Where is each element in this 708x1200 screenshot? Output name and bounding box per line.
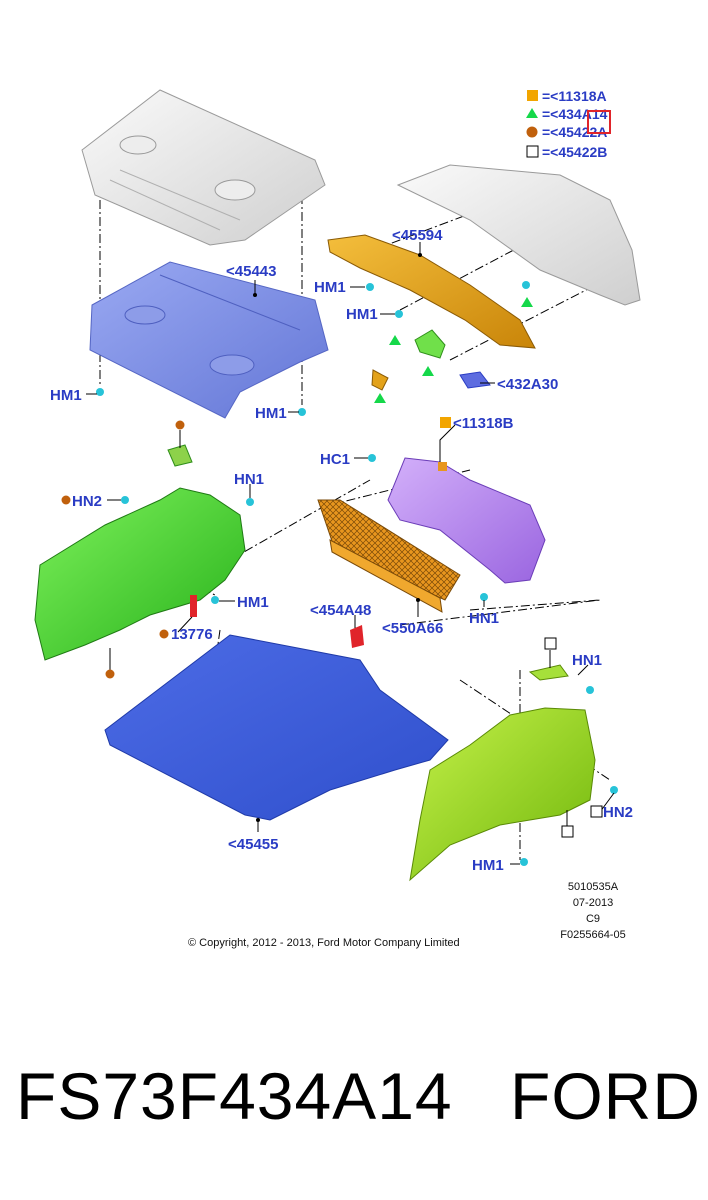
callout-432A30: <432A30 [497, 376, 558, 393]
highlight-box [587, 110, 611, 134]
parcel-shelf-grey [81, 89, 326, 246]
reference-line-3: C9 [586, 913, 600, 925]
legend-square-swatch [527, 90, 538, 101]
callout-hn2-b: HN2 [603, 804, 633, 821]
callout-labels: <45443 <45594 HM1 HM1 HM1 HM1 <432A30 <1… [50, 227, 633, 874]
brand-name: FORD [510, 1059, 701, 1133]
legend-label-434A14: =<434A14 [542, 106, 608, 122]
copyright-notice: © Copyright, 2012 - 2013, Ford Motor Com… [188, 937, 460, 949]
cargo-net [317, 499, 461, 613]
reference-line-4: F0255664-05 [560, 929, 625, 941]
rear-panel-grey [396, 164, 641, 306]
callout-hn2-a: HN2 [72, 493, 102, 510]
blue-panel-45443 [89, 261, 329, 419]
green-brackets-small [371, 329, 491, 391]
legend: =<11318A =<434A14 =<45422A =<45422B [526, 88, 611, 160]
callout-45443: <45443 [226, 263, 276, 280]
legend-label-45422B: =<45422B [542, 144, 607, 160]
green-side-trim-left [34, 444, 246, 661]
callout-hm1-d: HM1 [255, 405, 287, 422]
callout-hm1-a: HM1 [314, 279, 346, 296]
legend-label-11318A: =<11318A [542, 88, 607, 104]
callout-45594: <45594 [392, 227, 443, 244]
green-side-trim-right [409, 664, 596, 882]
floor-mat-45455 [104, 625, 449, 821]
reference-line-2: 07-2013 [573, 897, 613, 909]
callout-hm1-f: HM1 [472, 857, 504, 874]
orange-bracket-45594 [327, 234, 536, 349]
callout-hm1-b: HM1 [346, 306, 378, 323]
clips [96, 281, 618, 866]
exploded-parts-diagram: =<11318A =<434A14 =<45422A =<45422B [34, 88, 641, 949]
circle-marker-hn2 [61, 495, 71, 505]
legend-circle-swatch [526, 126, 538, 138]
callout-hc1: HC1 [320, 451, 350, 468]
legend-label-45422A: =<45422A [542, 124, 607, 140]
legend-triangle-swatch [526, 108, 538, 118]
callout-hm1-c: HM1 [50, 387, 82, 404]
part-number: FS73F434A14 [16, 1059, 453, 1133]
legend-open-square-swatch [526, 145, 539, 158]
callout-550A66: <550A66 [382, 620, 443, 637]
purple-trim [387, 457, 546, 584]
caption-bar: FS73F434A14 FORD [0, 1058, 708, 1158]
open-square-markers [544, 637, 603, 838]
callout-45455: <45455 [228, 836, 278, 853]
reference-line-1: 5010535A [568, 881, 619, 893]
callout-hn1-a: HN1 [234, 471, 264, 488]
reference-block: 5010535A 07-2013 C9 F0255664-05 [560, 881, 625, 941]
callout-hm1-e: HM1 [237, 594, 269, 611]
callout-hn1-c: HN1 [572, 652, 602, 669]
triangle-markers [374, 297, 533, 403]
leader-lines [86, 242, 615, 865]
callout-11318B: <11318B [453, 415, 514, 432]
square-marker-11318B [440, 417, 451, 428]
callout-hn1-b: HN1 [469, 610, 499, 627]
circle-marker-13776 [159, 629, 169, 639]
callout-454A48: <454A48 [310, 602, 371, 619]
callout-13776: 13776 [171, 626, 213, 643]
